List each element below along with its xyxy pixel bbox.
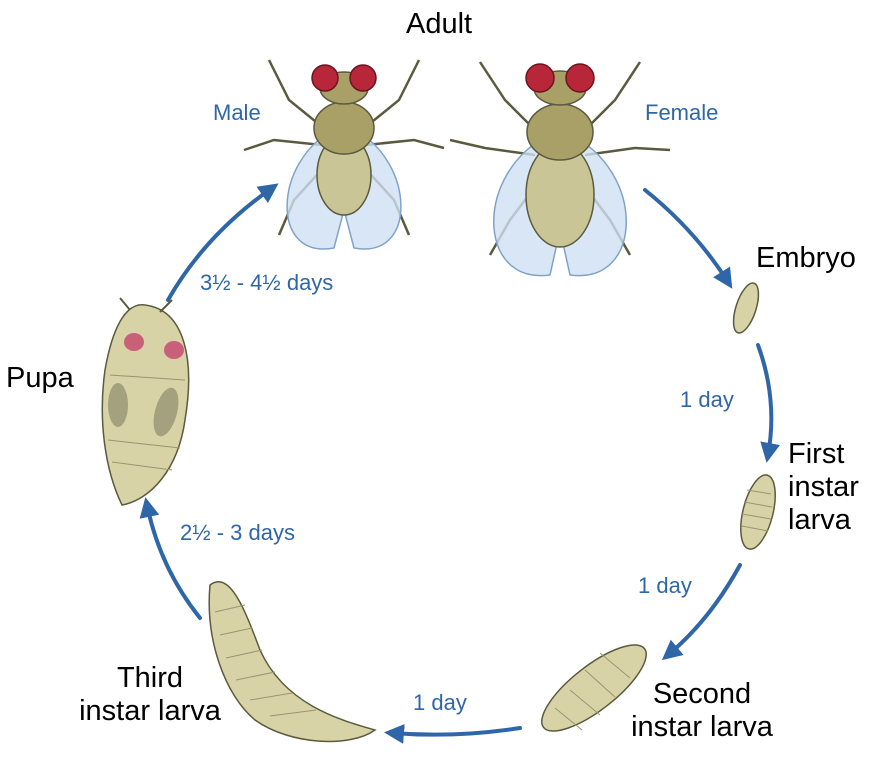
duration-second-to-third-instar: 1 day [413,690,467,715]
arrow-second-to-third-instar [384,723,522,744]
male-fly-illustration [243,59,445,250]
third-instar-larva-illustration [208,581,377,743]
third-instar-line-2: instar larva [79,695,221,727]
arrow-third-instar-to-pupa [139,497,202,620]
third-instar-larva-label: Third instar larva [60,662,240,728]
third-instar-line-1: Third [116,662,184,694]
second-instar-line-2: instar larva [631,711,773,743]
pupa-label: Pupa [6,362,74,394]
embryo-label: Embryo [756,242,856,274]
pupa-illustration [101,297,190,506]
male-label: Male [213,100,261,125]
duration-embryo-to-first-instar: 1 day [680,387,734,412]
female-label: Female [645,100,719,125]
first-instar-larva-label: First instar larva [788,438,859,537]
arrow-embryo-to-first-instar [756,343,780,463]
arrow-first-to-second-instar [661,563,742,661]
first-instar-line-3: larva [788,504,851,536]
duration-pupa-to-adult: 3½ - 4½ days [200,270,334,295]
duration-third-instar-to-pupa: 2½ - 3 days [180,520,295,545]
first-instar-line-2: instar [788,471,859,503]
second-instar-larva-label: Second instar larva [612,678,792,744]
embryo-illustration [732,282,760,334]
duration-first-to-second-instar: 1 day [638,573,692,598]
adult-label: Adult [406,8,473,40]
arrow-pupa-to-adult [166,183,279,302]
second-instar-line-1: Second [652,678,752,710]
first-instar-line-1: First [788,438,845,470]
cycle-arrows [139,183,780,744]
arrow-adult-to-embryo [643,188,733,289]
first-instar-larva-illustration [740,474,776,550]
female-fly-illustration [449,61,671,277]
second-instar-larva-illustration [541,644,647,732]
